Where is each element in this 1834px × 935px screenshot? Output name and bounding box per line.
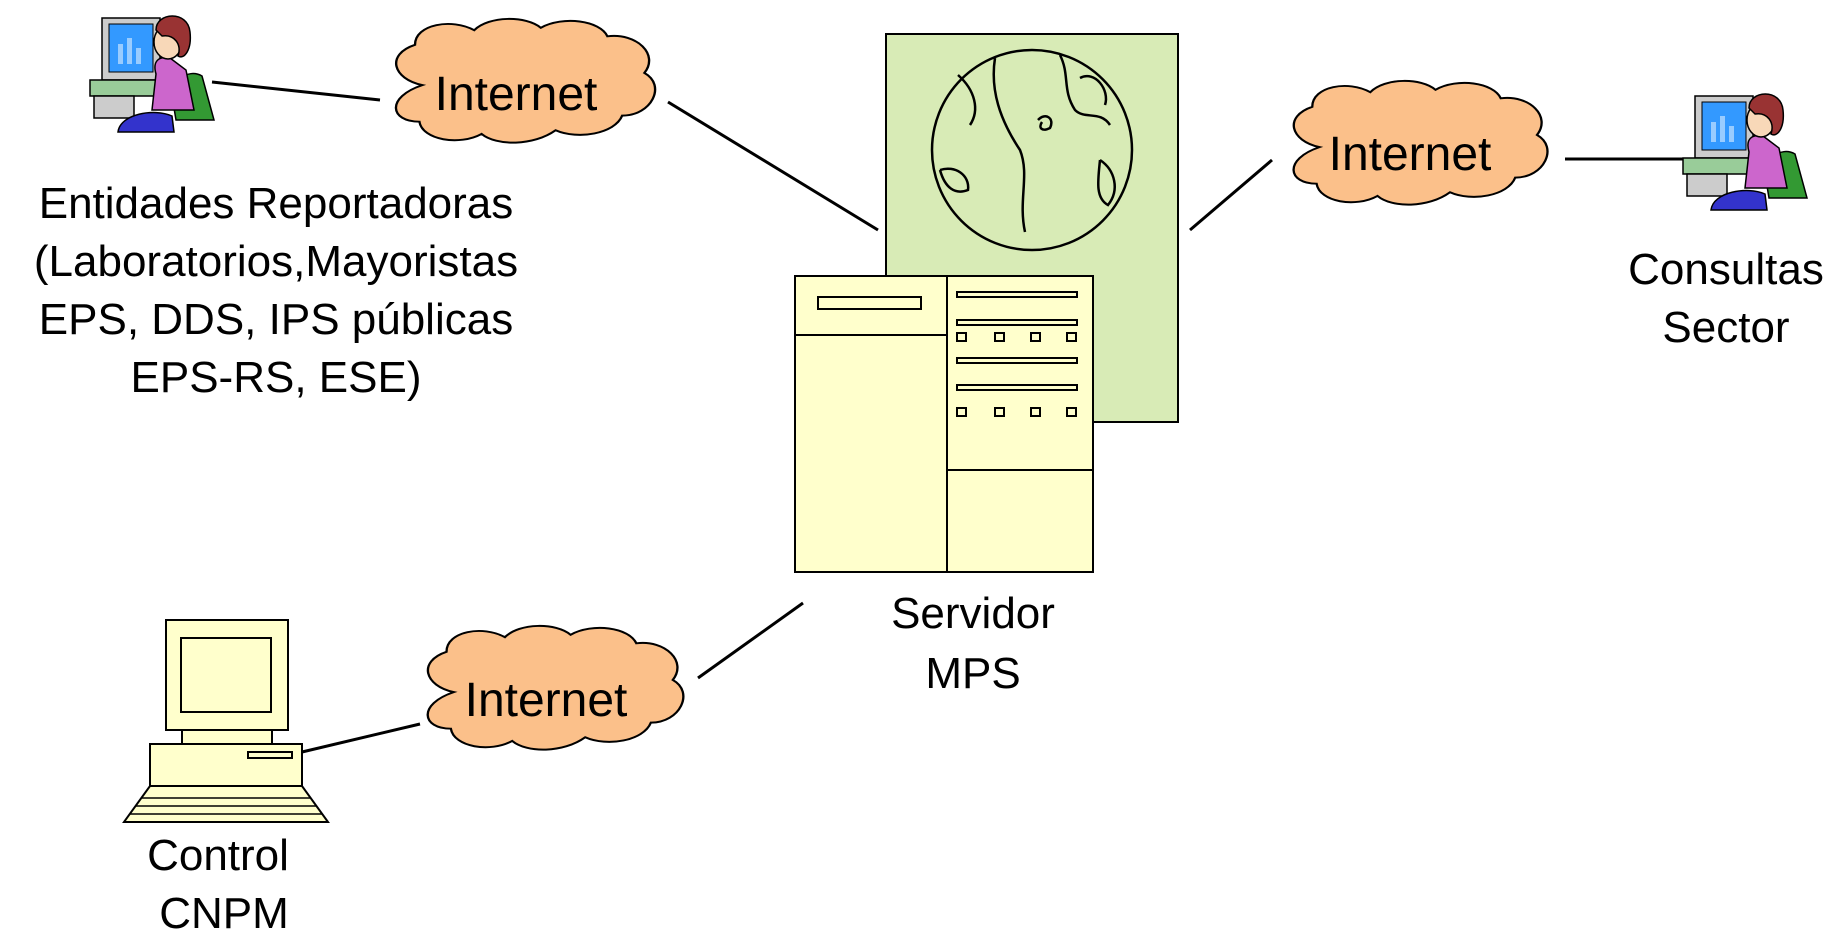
line-server-to-cloud-bottom xyxy=(697,601,804,680)
cloud-top-left-label: Internet xyxy=(435,68,598,121)
reporter-user xyxy=(89,15,215,133)
server-drive-bays xyxy=(956,291,1078,417)
globe-icon xyxy=(930,48,1134,252)
desktop-computer-icon xyxy=(122,619,330,823)
line-cloud-to-server xyxy=(667,100,879,232)
consultas-label-line-2: Sector xyxy=(1662,303,1789,352)
consultas-user xyxy=(1682,93,1808,211)
control-label-line-2: CNPM xyxy=(159,889,289,935)
server-label: Servidor MPS xyxy=(891,589,1055,698)
cloud-top-left: Internet xyxy=(394,17,657,144)
reporters-label-line-1: Entidades Reportadoras xyxy=(39,179,514,228)
reporters-label-line-4: EPS-RS, ESE) xyxy=(131,353,422,402)
control-label-line-1: Control xyxy=(147,831,289,880)
cloud-bottom-left: Internet xyxy=(426,624,685,751)
line-cloud-bottom-to-control xyxy=(301,722,421,754)
cloud-bottom-left-label: Internet xyxy=(465,674,628,727)
cloud-top-right-label: Internet xyxy=(1329,128,1492,181)
computer-screen xyxy=(180,637,272,713)
connection-lines xyxy=(211,80,1683,754)
computer-keyboard xyxy=(122,785,330,823)
line-server-to-cloud-right xyxy=(1189,158,1273,232)
computer-base-unit xyxy=(149,743,303,787)
consultas-label-line-1: Consultas xyxy=(1628,245,1824,294)
consultas-label: Consultas Sector xyxy=(1628,245,1824,352)
web-server-icon xyxy=(794,33,1179,573)
person-at-computer-icon xyxy=(1682,93,1808,211)
reporters-label: Entidades Reportadoras (Laboratorios,May… xyxy=(34,179,518,402)
control-label: Control CNPM xyxy=(147,831,289,935)
reporters-label-line-2: (Laboratorios,Mayoristas xyxy=(34,237,518,286)
line-reporters-to-cloud xyxy=(211,80,381,102)
cloud-top-right: Internet xyxy=(1292,79,1549,206)
person-at-computer-icon xyxy=(89,15,215,133)
server-label-line-2: MPS xyxy=(925,649,1020,698)
server-label-line-1: Servidor xyxy=(891,589,1055,638)
server-left-cabinet xyxy=(794,275,948,573)
reporters-label-line-3: EPS, DDS, IPS públicas xyxy=(39,295,513,344)
